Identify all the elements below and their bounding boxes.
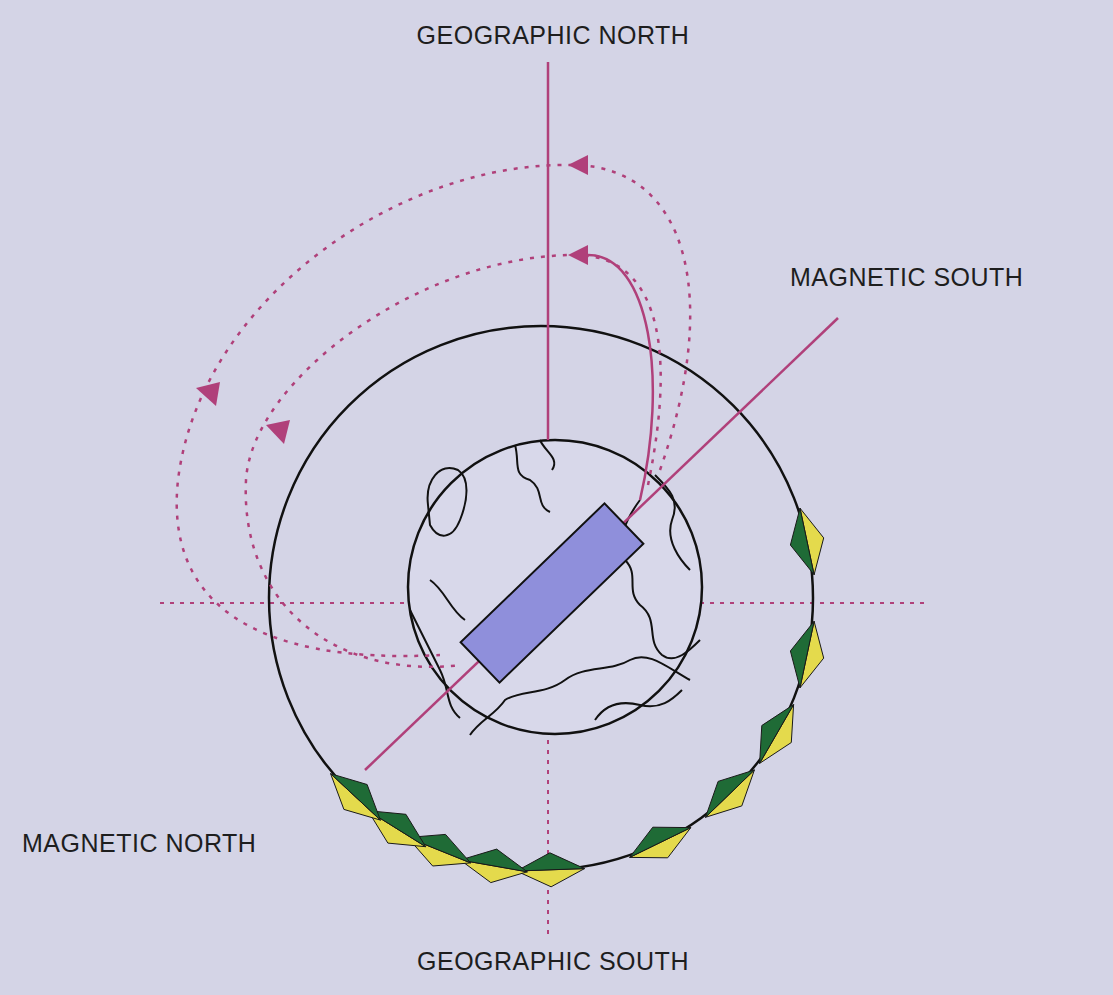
compass-needle-half: [706, 770, 755, 817]
geographic-axis: [547, 62, 550, 440]
compass-needle-half: [760, 705, 794, 764]
compass-needle-half: [790, 621, 814, 688]
continent-outlines: [410, 440, 700, 735]
field-arrowheads: [196, 155, 588, 444]
compass-needle-half: [517, 853, 585, 871]
bar-magnet: [461, 503, 644, 682]
compass-needle-half: [331, 774, 381, 820]
pole-label: MAGNETIC SOUTH: [790, 264, 1023, 292]
earth-globe: [408, 440, 702, 734]
pole-label: GEOGRAPHIC NORTH: [417, 22, 690, 50]
compass-needle-half: [331, 774, 381, 820]
compass-needle-half: [630, 827, 691, 857]
pole-label: MAGNETIC NORTH: [22, 830, 256, 858]
compass-needle-half: [760, 705, 794, 764]
magnetic-axis: [365, 318, 838, 770]
compass-needle-half: [706, 770, 755, 817]
compass-needles: [331, 508, 824, 887]
compass-orbit: [269, 326, 813, 870]
field-lines: [177, 165, 690, 667]
pole-label: GEOGRAPHIC SOUTH: [417, 948, 689, 976]
compass-needle-half: [460, 849, 527, 872]
compass-needle-half: [790, 508, 814, 575]
compass-needle-half: [630, 828, 691, 858]
